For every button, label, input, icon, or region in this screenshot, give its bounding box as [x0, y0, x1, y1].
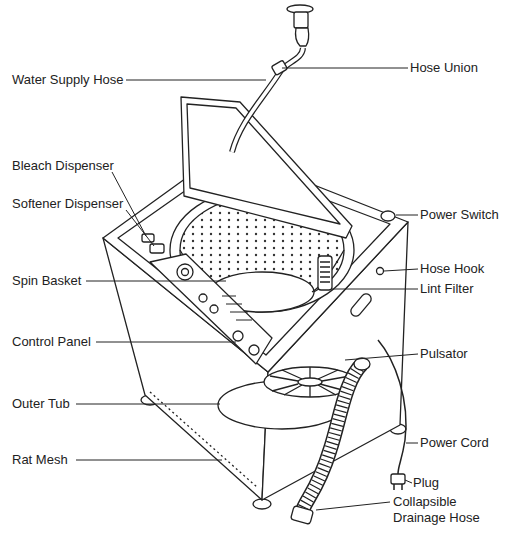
leader-line	[96, 342, 236, 343]
lid	[181, 97, 352, 238]
softener-dispenser	[150, 244, 164, 253]
hose-hook	[377, 268, 384, 275]
part-label: Water Supply Hose	[12, 72, 124, 88]
control-button	[199, 294, 207, 302]
part-label: Power Switch	[420, 207, 499, 223]
control-button	[210, 305, 218, 313]
leader-line	[76, 404, 220, 405]
part-label: Rat Mesh	[12, 452, 68, 468]
drainage-hose-cuff	[291, 506, 314, 525]
plug-prongs	[394, 484, 402, 490]
drainage-hose-ridges	[302, 364, 362, 512]
lid-inner	[187, 104, 340, 224]
power-cord	[378, 340, 406, 474]
part-label: Collapsible Drainage Hose	[393, 494, 489, 526]
leader-line	[76, 460, 222, 461]
control-knob	[177, 264, 193, 280]
leader-line	[345, 354, 418, 360]
panel-markings	[222, 296, 252, 320]
control-button	[249, 345, 259, 355]
leader-line	[406, 443, 418, 444]
power-switch	[381, 211, 395, 221]
part-label: Power Cord	[420, 435, 489, 451]
faucet-spout	[296, 28, 309, 46]
part-label: Softener Dispenser	[12, 196, 123, 212]
leader-line	[396, 215, 418, 216]
side-handle	[349, 292, 373, 318]
part-label: Spin Basket	[12, 273, 81, 289]
leader-line	[316, 502, 390, 510]
rat-mesh	[150, 392, 258, 488]
control-knob	[182, 269, 189, 276]
drainage-hose	[302, 364, 362, 512]
water-supply-hose	[232, 48, 303, 152]
pulsator-fins	[270, 367, 350, 397]
lint-filter-mesh	[320, 262, 330, 282]
faucet-body	[294, 12, 308, 28]
part-label: Hose Hook	[420, 261, 484, 277]
plug	[391, 474, 405, 484]
part-label: Pulsator	[420, 346, 468, 362]
leader-line	[86, 281, 226, 282]
part-label: Lint Filter	[420, 281, 473, 297]
leader-line	[384, 269, 418, 271]
part-label: Bleach Dispenser	[12, 158, 114, 174]
water-supply-hose	[232, 48, 303, 152]
part-label: Outer Tub	[12, 396, 70, 412]
drainage-hose	[302, 364, 362, 512]
leader-line	[332, 289, 418, 290]
leader-line	[126, 210, 154, 246]
part-label: Hose Union	[410, 60, 478, 76]
leader-line	[282, 68, 408, 69]
part-label: Plug	[413, 475, 439, 491]
leader-line	[126, 80, 266, 81]
control-button	[233, 331, 243, 341]
drainage-hose-end	[354, 358, 370, 370]
lint-filter	[318, 256, 332, 290]
leader-line	[405, 480, 412, 483]
control-panel	[150, 254, 272, 364]
part-label: Control Panel	[12, 334, 91, 350]
